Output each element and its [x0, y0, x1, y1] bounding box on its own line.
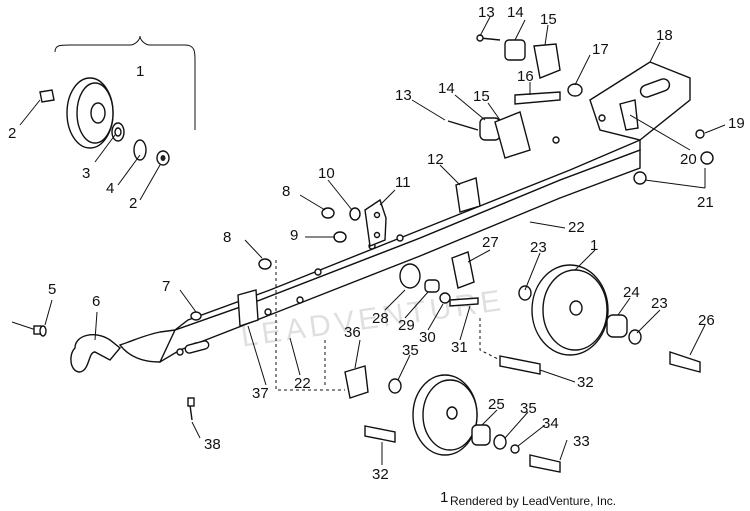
callout-14: 14 — [507, 4, 524, 21]
callout-8: 8 — [223, 229, 231, 246]
wheel-assembly-top — [39, 35, 196, 166]
callout-26: 26 — [698, 312, 715, 329]
callout-16: 16 — [517, 68, 534, 85]
callout-22: 22 — [568, 219, 585, 236]
callout-11: 11 — [395, 174, 411, 191]
render-credit: Rendered by LeadVenture, Inc. — [450, 494, 617, 508]
callout-13: 13 — [478, 4, 495, 21]
callout-5: 5 — [48, 281, 56, 298]
callout-14: 14 — [438, 80, 455, 97]
callout-3: 3 — [82, 165, 90, 182]
callout-17: 17 — [592, 41, 609, 58]
callout-38: 38 — [204, 436, 221, 453]
callout-15: 15 — [473, 88, 490, 105]
callout-29: 29 — [398, 317, 415, 334]
callout-37: 37 — [252, 385, 269, 402]
callout-13: 13 — [395, 87, 412, 104]
callout-1: 1 — [440, 489, 448, 506]
callout-1: 1 — [590, 237, 598, 254]
callout-7: 7 — [162, 278, 170, 295]
callout-36: 36 — [344, 324, 361, 341]
callout-10: 10 — [318, 165, 335, 182]
callout-32: 32 — [577, 374, 594, 391]
front-tip — [11, 177, 481, 373]
leader-lines — [19, 16, 726, 465]
callout-33: 33 — [573, 433, 590, 450]
callout-27: 27 — [482, 234, 499, 251]
callout-31: 31 — [451, 339, 468, 356]
callout-34: 34 — [542, 415, 559, 432]
slide-rail — [118, 61, 691, 363]
callout-6: 6 — [92, 293, 100, 310]
callouts: 1 2 3 4 2 5 6 7 8 8 9 10 11 12 13 14 15 … — [8, 4, 745, 506]
callout-1: 1 — [136, 63, 144, 80]
callout-8: 8 — [282, 183, 290, 200]
callout-23: 23 — [651, 295, 668, 312]
callout-15: 15 — [540, 11, 557, 28]
callout-35: 35 — [402, 342, 419, 359]
callout-22: 22 — [294, 375, 311, 392]
callout-2: 2 — [8, 125, 16, 142]
wheel-right — [518, 264, 642, 356]
callout-4: 4 — [106, 180, 114, 197]
callout-12: 12 — [427, 151, 444, 168]
callout-2: 2 — [129, 195, 137, 212]
callout-30: 30 — [419, 329, 436, 346]
callout-35: 35 — [520, 400, 537, 417]
callout-28: 28 — [372, 310, 389, 327]
callout-19: 19 — [728, 115, 745, 132]
callout-32: 32 — [372, 466, 389, 483]
hardware — [187, 34, 714, 473]
callout-9: 9 — [290, 227, 298, 244]
callout-25: 25 — [488, 396, 505, 413]
callout-24: 24 — [623, 284, 640, 301]
callout-20: 20 — [680, 151, 697, 168]
wheel-bottom — [388, 374, 520, 456]
callout-21: 21 — [697, 194, 714, 211]
callout-18: 18 — [656, 27, 673, 44]
callout-23: 23 — [530, 239, 547, 256]
